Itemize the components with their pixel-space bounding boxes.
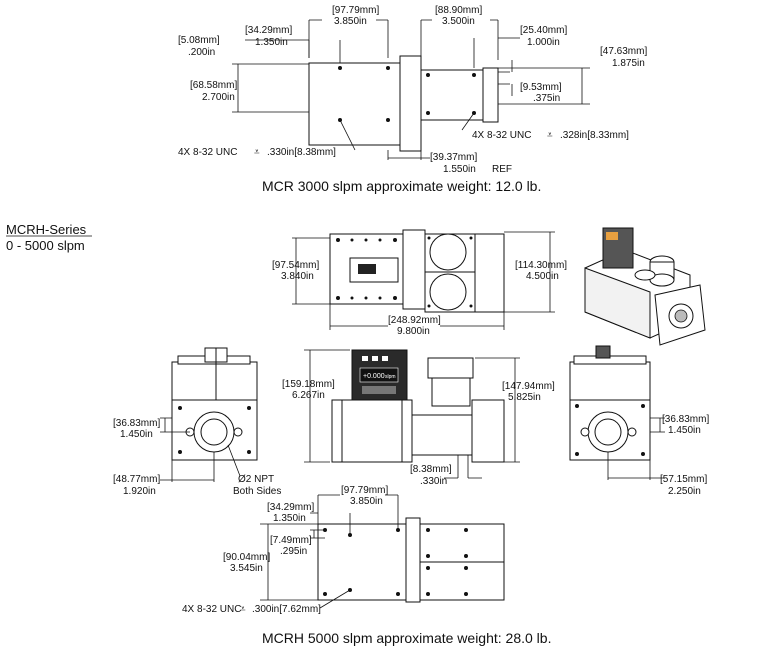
mcr3000-dim-34-in: 1.350in: [255, 37, 288, 48]
mcrh-right-dim-57-in: 2.250in: [668, 486, 701, 497]
depth-symbol-icon: ⩡: [240, 604, 246, 615]
depth-symbol-icon: ⩡: [547, 130, 553, 141]
mcrh-top-dim-114-mm: [114.30mm]: [515, 260, 567, 271]
mcrh-bottom-dim-7-mm: [7.49mm]: [270, 535, 312, 546]
mcrh-front-view: +0.000 slpm [159.18mm] 6.267in [147.94mm…: [282, 349, 555, 487]
mcr3000-thread-depth-right: .328in[8.33mm]: [560, 130, 629, 141]
mcrh-front-dim-159-in: 6.267in: [292, 390, 325, 401]
mcrh-front-display: [359, 367, 399, 383]
mcrh-bottom-dim-34-in: 1.350in: [273, 513, 306, 524]
mcr3000-hole: [472, 73, 476, 77]
mcrh-top-view: [97.54mm] 3.840in [114.30mm] 4.500in [24…: [272, 229, 567, 337]
mcrh-left-port-size: Ø2 NPT: [238, 474, 274, 485]
mcrh-left-dim-48-in: 1.920in: [123, 486, 156, 497]
mcrh-right-dim-36-in: 1.450in: [668, 425, 701, 436]
mcrh-right-end-view: [36.83mm] 1.450in [57.15mm] 2.250in: [569, 345, 709, 497]
mcr3000-dim-88-in: 3.500in: [442, 16, 475, 27]
mcrh-top-dim-97-mm: [97.54mm]: [272, 260, 319, 271]
mcrh-front-dim-159-mm: [159.18mm]: [282, 379, 335, 390]
mcr3000-dim-39-mm: [39.37mm]: [430, 152, 477, 163]
mcr3000-dim-9-mm: [9.53mm]: [520, 82, 562, 93]
mcr3000-dim-25-in: 1.000in: [527, 37, 560, 48]
mcrh-top-dim-248-mm: [248.92mm]: [388, 315, 441, 326]
mcr3000-dim-9-in: .375in: [533, 93, 560, 104]
mcrh-front-dim-147-mm: [147.94mm]: [502, 381, 555, 392]
mcrh-front-display-value: +0.000: [363, 373, 385, 380]
mcr3000-hole: [426, 111, 430, 115]
mcr3000-dim-68-mm: [68.58mm]: [190, 80, 237, 91]
mcrh-right-dim-57-mm: [57.15mm]: [660, 474, 707, 485]
mcrh-top-dim-97-in: 3.840in: [281, 271, 314, 282]
mcrh-top-dim-248-in: 9.800in: [397, 326, 430, 337]
series-name: MCRH-Series: [6, 222, 87, 237]
mcr3000-center-flange: [399, 55, 422, 152]
mcrh-bottom-dim-7-in: .295in: [280, 546, 307, 557]
mcrh-bottom-dim-34-mm: [34.29mm]: [267, 502, 314, 513]
mcrh-top-right-block: [474, 233, 505, 313]
mcr3000-dim-5-in: .200in: [188, 47, 215, 58]
mcrh-left-dim-36-mm: [36.83mm]: [113, 418, 160, 429]
mcrh-top-display-screen: [358, 264, 376, 274]
depth-symbol-icon: ⩡: [254, 147, 260, 158]
mcrh-front-sensor-cap: [427, 357, 474, 379]
mcr3000-caption: MCR 3000 slpm approximate weight: 12.0 l…: [262, 178, 541, 194]
mcrh-isometric-view: [584, 227, 706, 346]
mcrh-bottom-dim-97-mm: [97.79mm]: [341, 485, 388, 496]
mcr3000-thread-depth-left: .330in[8.38mm]: [267, 147, 336, 158]
mcr3000-bottom-view: [97.79mm] 3.850in [88.90mm] 3.500in [34.…: [178, 5, 647, 194]
mcrh-left-dim-36-in: 1.450in: [120, 429, 153, 440]
mcr3000-dim-39-in: 1.550in: [443, 164, 476, 175]
mcr3000-dim-68-in: 2.700in: [202, 92, 235, 103]
series-label: MCRH-Series 0 - 5000 slpm: [6, 222, 92, 253]
mcrh-bottom-dim-90-in: 3.545in: [230, 563, 263, 574]
mcrh-front-dim-8-mm: [8.38mm]: [410, 464, 452, 475]
mcr3000-right-flange: [482, 67, 499, 123]
series-range: 0 - 5000 slpm: [6, 238, 85, 253]
mcrh-iso-sensor-cap: [634, 269, 656, 281]
mcrh-top-flange: [402, 229, 426, 310]
mcr3000-hole: [386, 66, 390, 70]
mcrh-bottom-thread-depth: .300in[7.62mm]: [252, 604, 321, 615]
mcr3000-dim-34-mm: [34.29mm]: [245, 25, 292, 36]
mcr3000-dim-47-in: 1.875in: [612, 58, 645, 69]
mcrh-top-sensor-cap: [429, 233, 467, 271]
mcr3000-dim-39-ref: REF: [492, 164, 512, 175]
mcrh-bottom-dim-90-mm: [90.04mm]: [223, 552, 270, 563]
mcrh-bottom-flange: [405, 517, 421, 603]
mcrh-front-dim-147-in: 5.825in: [508, 392, 541, 403]
mcrh-left-dim-48-mm: [48.77mm]: [113, 474, 160, 485]
mcr3000-thread-note-left: 4X 8-32 UNC: [178, 147, 237, 158]
mcr3000-dim-25-mm: [25.40mm]: [520, 25, 567, 36]
mcrh-front-display-unit: slpm: [385, 374, 396, 380]
mcrh-right-dim-36-mm: [36.83mm]: [662, 414, 709, 425]
mcr3000-hole: [338, 66, 342, 70]
mcr3000-thread-note-right: 4X 8-32 UNC: [472, 130, 531, 141]
mcrh-bottom-dim-97-in: 3.850in: [350, 496, 383, 507]
mcrh-bottom-thread-note: 4X 8-32 UNC: [182, 604, 241, 615]
mcr3000-dim-97-mm: [97.79mm]: [332, 5, 379, 16]
mcr3000-left-block: [308, 62, 401, 146]
mcrh-bottom-left-block: [317, 523, 407, 601]
mcrh-front-dim-8-in: .330in: [420, 476, 447, 487]
mcr3000-dim-88-mm: [88.90mm]: [435, 5, 482, 16]
mcr3000-hole: [426, 73, 430, 77]
mcrh5000-caption: MCRH 5000 slpm approximate weight: 28.0 …: [262, 630, 551, 646]
mcr3000-dim-47-mm: [47.63mm]: [600, 46, 647, 57]
mcrh-left-end-view: [36.83mm] 1.450in [48.77mm] 1.920in Ø2 N…: [113, 347, 281, 497]
mcrh-bottom-view: [97.79mm] 3.850in [34.29mm] 1.350in [7.4…: [182, 485, 551, 646]
mcrh-front-body: [331, 399, 413, 463]
mcr3000-hole: [386, 118, 390, 122]
mcrh-top-dim-114-in: 4.500in: [526, 271, 559, 282]
mcr3000-dim-97-in: 3.850in: [334, 16, 367, 27]
mcr3000-dim-5-mm: [5.08mm]: [178, 35, 220, 46]
mcrh-top-sensor-cap: [429, 273, 467, 311]
mcrh-left-port-note: Both Sides: [233, 486, 281, 497]
